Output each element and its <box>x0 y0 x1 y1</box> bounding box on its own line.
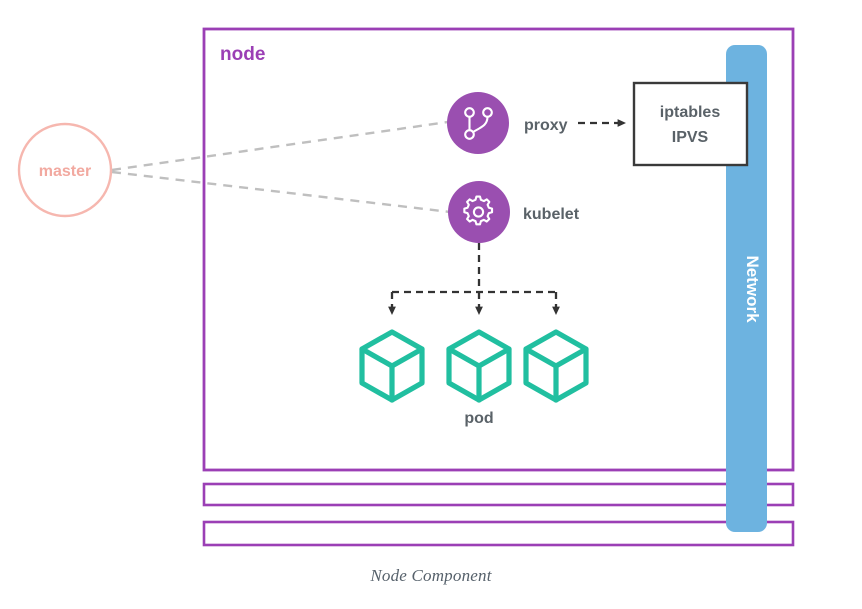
pod-group[interactable] <box>359 329 589 403</box>
stacked-node-outlines <box>202 482 795 547</box>
master-circle <box>17 122 113 218</box>
stacked-node-outline-1 <box>202 482 795 507</box>
rules-box-line-2: IPVS <box>672 129 709 146</box>
stacked-node-outline-2 <box>202 520 795 547</box>
gear-icon <box>463 195 494 226</box>
master-node[interactable]: master <box>17 122 113 218</box>
figure-caption: Node Component <box>370 566 492 585</box>
pod-cube-1[interactable] <box>359 329 425 403</box>
network-label: Network <box>743 255 762 323</box>
git-branch-icon <box>464 107 493 140</box>
rules-box-shape <box>632 81 749 167</box>
proxy-circle <box>447 92 509 154</box>
master-to-kubelet-link <box>111 170 451 214</box>
master-to-proxy-link <box>111 120 449 172</box>
rules-box-line-1: iptables <box>660 104 721 121</box>
kubelet-circle <box>448 181 510 243</box>
kubelet-label: kubelet <box>523 206 580 223</box>
network-bar-shape <box>726 45 767 532</box>
rules-box[interactable]: iptables IPVS <box>632 81 749 167</box>
network-bar[interactable]: Network <box>726 45 767 532</box>
pod-cube-2[interactable] <box>446 329 512 403</box>
proxy-label: proxy <box>524 117 568 134</box>
component-proxy[interactable]: proxy <box>447 92 568 154</box>
kubelet-to-pods-connector <box>388 243 560 315</box>
master-label: master <box>39 163 91 180</box>
pod-label: pod <box>464 410 493 427</box>
master-links <box>111 120 451 214</box>
component-kubelet[interactable]: kubelet <box>448 181 580 243</box>
node-box-label: node <box>220 44 265 65</box>
pod-cube-3[interactable] <box>523 329 589 403</box>
